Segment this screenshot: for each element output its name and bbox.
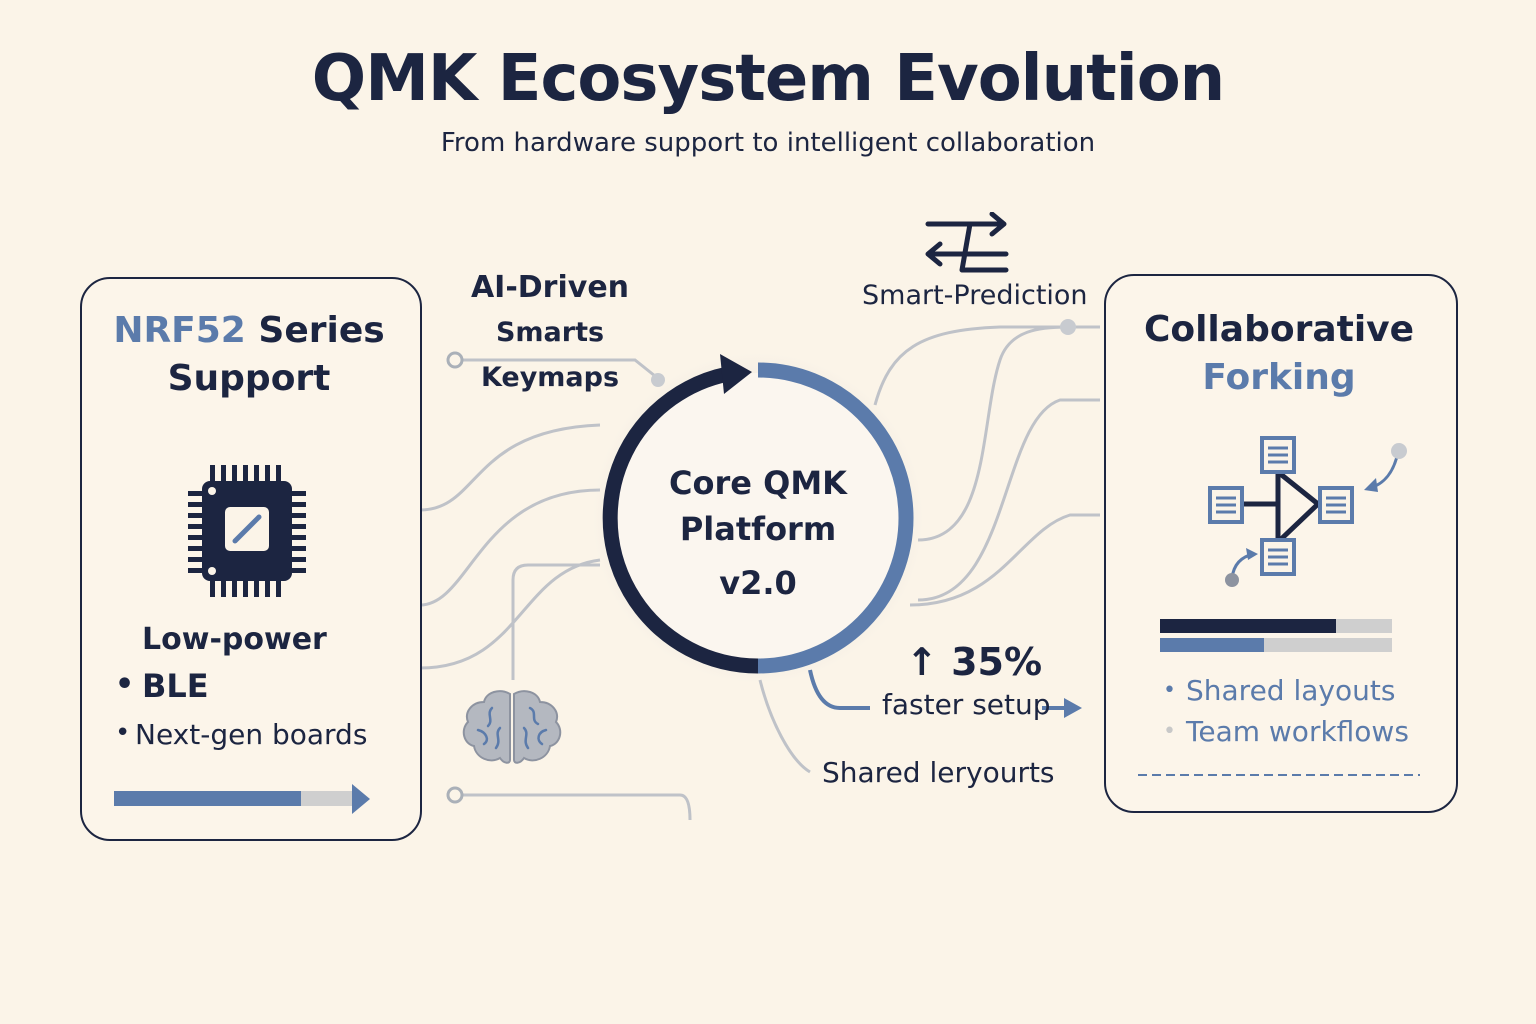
core-line2: Platform — [679, 510, 837, 548]
setup-speed-stat: ↑ 35% — [906, 640, 1043, 684]
core-connector — [808, 669, 1082, 718]
setup-speed-caption: faster setup — [882, 688, 1051, 721]
heading-line2: Support — [167, 358, 331, 399]
bullet-ble: • — [115, 667, 135, 702]
shared-layouts-label: Shared leryourts — [822, 756, 1055, 789]
feature-next-gen-boards: Next-gen boards — [135, 718, 368, 751]
microchip-icon — [188, 465, 306, 597]
dashed-divider — [1138, 774, 1420, 776]
left-progress-arrow — [114, 784, 370, 814]
core-platform-label: Core QMK Platform v2.0 — [640, 460, 876, 606]
core-line1: Core QMK — [669, 464, 847, 502]
forking-card-heading: Collaborative Forking — [1104, 306, 1454, 402]
core-ring — [593, 353, 923, 683]
brain-icon — [462, 690, 562, 764]
feature-team-workflows: Team workflows — [1186, 715, 1409, 748]
feature-ble: BLE — [142, 667, 209, 705]
heading-accent: NRF52 — [113, 310, 246, 351]
ai-label-line1: AI-Driven — [470, 270, 630, 305]
feature-shared-layouts: Shared layouts — [1186, 674, 1396, 707]
bullet-team-workflows: • — [1163, 719, 1176, 744]
heading-rest: Series — [245, 310, 385, 351]
forking-heading-line2: Forking — [1202, 357, 1356, 398]
ai-keymaps-label: AI-Driven Smarts Keymaps — [430, 266, 670, 400]
forking-heading-line1: Collaborative — [1143, 309, 1415, 350]
feature-low-power: Low-power — [142, 622, 327, 657]
nrf52-card-heading: NRF52 Series Support — [80, 307, 418, 403]
fork-tree-icon — [1208, 436, 1407, 587]
ai-label-line2: Smarts Keymaps — [480, 317, 620, 393]
page-subtitle: From hardware support to intelligent col… — [440, 128, 1096, 158]
swap-arrows-icon — [925, 212, 1009, 273]
bullet-next-gen: • — [115, 718, 131, 748]
bullet-shared-layouts: • — [1163, 678, 1176, 703]
smart-prediction-label: Smart-Prediction — [862, 280, 1088, 311]
page-title: QMK Ecosystem Evolution — [311, 42, 1225, 116]
core-version: v2.0 — [719, 564, 797, 602]
forking-progress-bars — [1160, 619, 1392, 652]
